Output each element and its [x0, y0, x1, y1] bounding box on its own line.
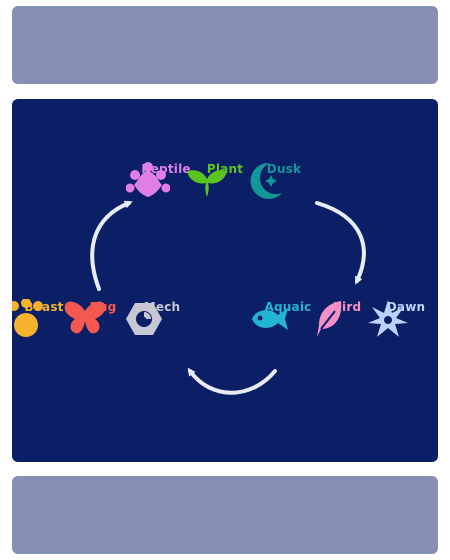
aquatic-label: Aquaic — [264, 300, 312, 314]
bug-icon — [64, 301, 106, 334]
mech-icon — [126, 303, 162, 335]
reptile-label: Reptile — [141, 162, 191, 176]
dusk-icon — [250, 162, 282, 199]
class-bug: Bug — [63, 299, 143, 334]
class-bird: Bird — [307, 299, 387, 337]
dawn-icon — [368, 300, 408, 337]
arrow-top-right — [315, 201, 366, 285]
top-panel — [12, 6, 438, 84]
bird-icon — [317, 301, 342, 337]
class-reptile: Reptile — [126, 161, 206, 197]
class-dawn: Dawn — [366, 299, 438, 337]
arrow-bottom — [187, 367, 277, 395]
class-mech: Mech — [122, 299, 202, 335]
bottom-panel — [12, 476, 438, 554]
class-plant: Plant — [185, 161, 265, 197]
dusk-label: Dusk — [266, 162, 302, 176]
class-aquatic: Aquaic — [248, 299, 328, 330]
beast-icon — [12, 299, 43, 337]
class-beast: Beast — [12, 299, 84, 337]
arrow-left — [90, 200, 133, 291]
reptile-icon — [126, 162, 170, 197]
dawn-label: Dawn — [386, 300, 426, 314]
aquatic-icon — [252, 308, 288, 330]
plant-icon — [187, 170, 227, 197]
class-dusk: Dusk — [244, 161, 324, 199]
class-cycle-diagram: Reptile Plant Dusk Beast Bug — [12, 99, 438, 462]
cycle-arrows — [90, 200, 366, 395]
